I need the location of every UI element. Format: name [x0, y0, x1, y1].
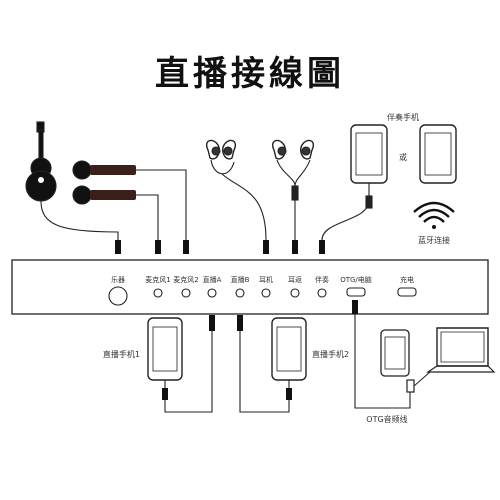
- usb-plug-icon: [406, 379, 415, 393]
- cable-mic1: [136, 169, 187, 240]
- page-title: 直播接線圖: [155, 54, 345, 94]
- earphone-1-icon: [206, 139, 236, 160]
- port-instrument-label: 乐器: [111, 275, 125, 284]
- cable-mic2: [136, 194, 159, 240]
- microphone-1-icon: [72, 160, 136, 180]
- port-instrument-jack: [108, 286, 128, 306]
- earback-mic-control: [291, 185, 299, 201]
- port-charge-label: 充电: [400, 275, 414, 284]
- cable-accomp: [321, 183, 370, 241]
- port-charge-usb: [397, 287, 417, 297]
- cable-otg: [354, 314, 411, 409]
- earphone-2-icon: [272, 139, 314, 160]
- port-mic1-label: 麦克风1: [145, 275, 170, 284]
- port-otg-label: OTG/电脑: [340, 275, 372, 284]
- otg-phone-icon: [380, 329, 410, 377]
- sound-card-box: [11, 259, 489, 315]
- port-accomp-label: 伴奏: [315, 275, 329, 284]
- guitar-icon: [25, 121, 57, 202]
- bluetooth-label: 蓝牙连接: [418, 235, 450, 245]
- live-phone-2-label: 直播手机2: [312, 349, 349, 359]
- port-live-a-label: 直播A: [203, 275, 222, 284]
- cable-guitar: [40, 200, 119, 240]
- microphone-2-icon: [72, 185, 136, 205]
- laptop-icon: [426, 327, 496, 373]
- accomp-phone-label: 伴奏手机: [387, 112, 419, 122]
- cable-earphone: [210, 159, 267, 241]
- otg-cable-label: OTG音频线: [366, 414, 407, 424]
- port-mic2-label: 麦克风2: [173, 275, 198, 284]
- port-live-b-label: 直播B: [231, 275, 250, 284]
- or-label: 或: [399, 152, 407, 162]
- port-earphone-label: 耳机: [259, 275, 273, 284]
- live-phone-1-label: 直播手机1: [103, 349, 140, 359]
- accomp-phone-alt-icon: [419, 124, 457, 184]
- bluetooth-wave-icon: [413, 201, 455, 229]
- port-otg-usb: [346, 287, 366, 297]
- port-earback-label: 耳返: [288, 276, 302, 284]
